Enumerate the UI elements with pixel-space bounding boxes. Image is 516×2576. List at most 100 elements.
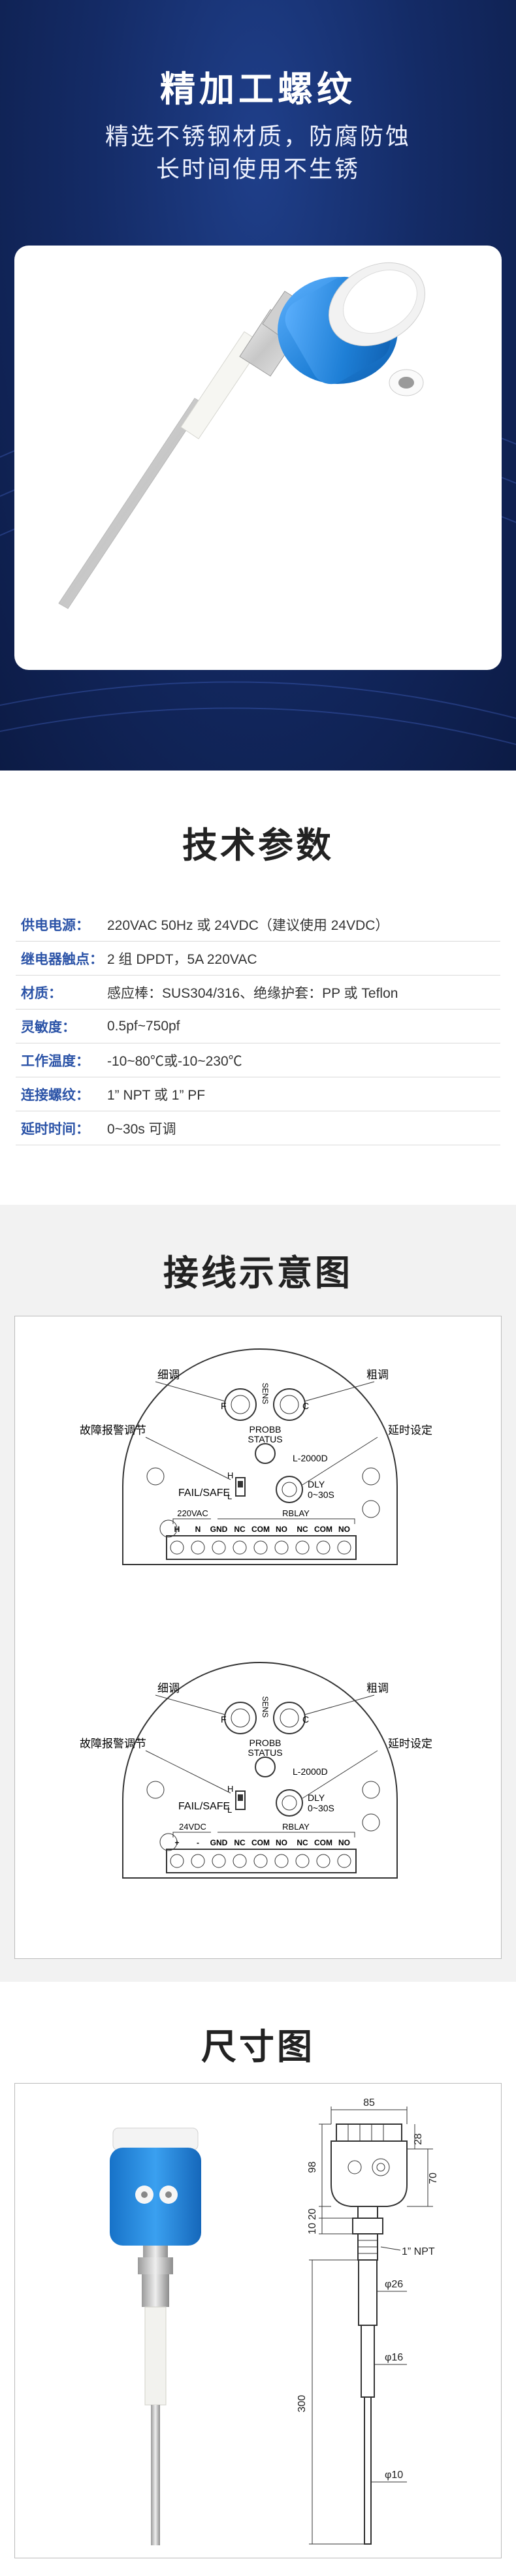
dim-thread: 1” NPT: [402, 2246, 435, 2257]
terminal-label: NO: [338, 1838, 350, 1847]
dimension-box: 85 28 98 70 20 10 1” NPT φ26 φ16 300 φ10: [14, 2083, 502, 2558]
wiring-board-24vdc: 细调 粗调 故障报警调节 延时设定 F C SENS PROBB STATUS …: [80, 1662, 432, 1879]
label-dly-range: 0~30S: [308, 1803, 334, 1813]
wiring-diagram: 细调 粗调 故障报警调节 延时设定 F C SENS PROBB STATUS …: [80, 1348, 432, 1879]
dim-98: 98: [307, 2161, 318, 2173]
dim-300: 300: [297, 2395, 308, 2413]
label-status: STATUS: [248, 1747, 282, 1758]
label-model: L-2000D: [293, 1453, 328, 1463]
terminal-label: COM: [251, 1838, 270, 1847]
param-row-temperature: 工作温度： -10~80℃或-10~230℃: [16, 1043, 500, 1077]
param-label: 继电器触点：: [21, 951, 103, 967]
label-failsafe: FAIL/SAFE: [178, 1801, 230, 1812]
label-l: L: [227, 1491, 232, 1501]
dim-20: 20: [307, 2208, 318, 2220]
wiring-board-220vac: 细调 粗调 故障报警调节 延时设定 F C SENS PROBB STATUS …: [80, 1348, 432, 1565]
terminal-label: COM: [314, 1525, 332, 1534]
label-rblay: RBLAY: [282, 1822, 310, 1832]
label-fault-alarm: 故障报警调节: [80, 1738, 146, 1750]
terminal-label: GND: [210, 1838, 228, 1847]
label-status: STATUS: [248, 1434, 282, 1444]
label-probb: PROBB: [249, 1424, 281, 1435]
terminal-label: H: [174, 1525, 180, 1534]
label-knob-f: F: [221, 1714, 227, 1725]
dim-28: 28: [413, 2133, 424, 2145]
param-row-material: 材质： 感应棒：SUS304/316、绝缘护套：PP 或 Teflon: [16, 976, 500, 1010]
terminal-label: NC: [297, 1525, 308, 1534]
label-h: H: [227, 1471, 233, 1480]
hero-section: 精加工螺纹 精选不锈钢材质，防腐防蚀 长时间使用不生锈: [0, 0, 516, 771]
label-delay-set: 延时设定: [388, 1424, 432, 1437]
dim-10: 10: [307, 2223, 318, 2234]
dim-85: 85: [363, 2097, 375, 2108]
label-fine: 细调: [157, 1369, 180, 1381]
param-row-power: 供电电源： 220VAC 50Hz 或 24VDC（建议使用 24VDC）: [16, 908, 500, 942]
param-row-sensitivity: 灵敏度： 0.5pf~750pf: [16, 1010, 500, 1043]
param-label: 连接螺纹：: [21, 1087, 89, 1103]
label-fault-alarm: 故障报警调节: [80, 1424, 146, 1437]
label-dly: DLY: [308, 1479, 325, 1489]
label-coarse: 粗调: [366, 1682, 389, 1694]
label-sens: SENS: [261, 1383, 270, 1405]
terminal-label: NO: [276, 1838, 287, 1847]
param-label: 工作温度：: [21, 1053, 89, 1069]
terminal-label: NO: [276, 1525, 287, 1534]
dimension-title: 尺寸图: [201, 2026, 315, 2067]
label-coarse: 粗调: [366, 1369, 389, 1381]
label-knob-c: C: [302, 1401, 309, 1411]
dimension-drawing: 85 28 98 70 20 10 1” NPT φ26 φ16 300 φ10: [110, 2097, 439, 2545]
param-value: 220VAC 50Hz 或 24VDC（建议使用 24VDC）: [107, 917, 389, 933]
label-h: H: [227, 1784, 233, 1794]
dimension-section: 尺寸图: [0, 1982, 516, 2576]
param-value: 0.5pf~750pf: [107, 1018, 180, 1034]
param-label: 延时时间：: [21, 1121, 89, 1137]
dim-phi10: φ10: [385, 2470, 403, 2481]
terminal-label: COM: [251, 1525, 270, 1534]
hero-subtitle-line2: 长时间使用不生锈: [155, 156, 360, 183]
product-side-photo: [110, 2127, 201, 2545]
terminal-labels-220vac: H N GND NC COM NO NC COM NO: [174, 1525, 350, 1534]
dim-70: 70: [428, 2172, 439, 2184]
dim-phi16: φ16: [385, 2352, 403, 2363]
label-fine: 细调: [157, 1682, 180, 1694]
terminal-label: +: [174, 1838, 179, 1847]
terminal-label: GND: [210, 1525, 228, 1534]
terminal-label: N: [195, 1525, 201, 1534]
label-knob-f: F: [221, 1401, 227, 1411]
label-sens: SENS: [261, 1696, 270, 1718]
level-switch-product-image: [58, 262, 426, 609]
terminal-label: COM: [314, 1838, 332, 1847]
product-photo-card: [14, 246, 502, 670]
label-model: L-2000D: [293, 1766, 328, 1777]
label-dly: DLY: [308, 1792, 325, 1803]
wiring-title: 接线示意图: [163, 1252, 353, 1294]
label-power-24vdc: 24VDC: [179, 1822, 206, 1832]
label-rblay: RBLAY: [282, 1508, 310, 1518]
param-row-delay: 延时时间： 0~30s 可调: [16, 1111, 500, 1145]
label-knob-c: C: [302, 1714, 309, 1725]
params-table: 供电电源： 220VAC 50Hz 或 24VDC（建议使用 24VDC） 继电…: [16, 908, 500, 1145]
label-power-220vac: 220VAC: [177, 1508, 208, 1518]
param-value: -10~80℃或-10~230℃: [107, 1053, 242, 1069]
terminal-label: NC: [297, 1838, 308, 1847]
label-delay-set: 延时设定: [388, 1738, 432, 1750]
terminal-screws-24vdc: [170, 1854, 351, 1868]
terminal-label: -: [197, 1838, 199, 1847]
terminal-label: NC: [234, 1838, 246, 1847]
params-title: 技术参数: [182, 825, 334, 866]
dim-phi26: φ26: [385, 2279, 403, 2290]
param-value: 1” NPT 或 1” PF: [107, 1087, 206, 1103]
label-l: L: [227, 1805, 232, 1815]
label-dly-range: 0~30S: [308, 1489, 334, 1500]
wiring-diagram-box: 细调 粗调 故障报警调节 延时设定 F C SENS PROBB STATUS …: [14, 1316, 502, 1959]
hero-title: 精加工螺纹: [160, 69, 356, 110]
param-label: 灵敏度：: [21, 1019, 76, 1035]
terminal-labels-24vdc: + - GND NC COM NO NC COM NO: [174, 1838, 350, 1847]
param-value: 感应棒：SUS304/316、绝缘护套：PP 或 Teflon: [107, 985, 398, 1001]
label-failsafe: FAIL/SAFE: [178, 1487, 230, 1499]
terminal-screws-220vac: [170, 1540, 351, 1555]
wiring-diagram-section: 接线示意图: [0, 1205, 516, 1982]
param-label: 供电电源：: [21, 917, 89, 933]
param-row-thread: 连接螺纹： 1” NPT 或 1” PF: [16, 1077, 500, 1111]
param-value: 0~30s 可调: [107, 1121, 176, 1137]
